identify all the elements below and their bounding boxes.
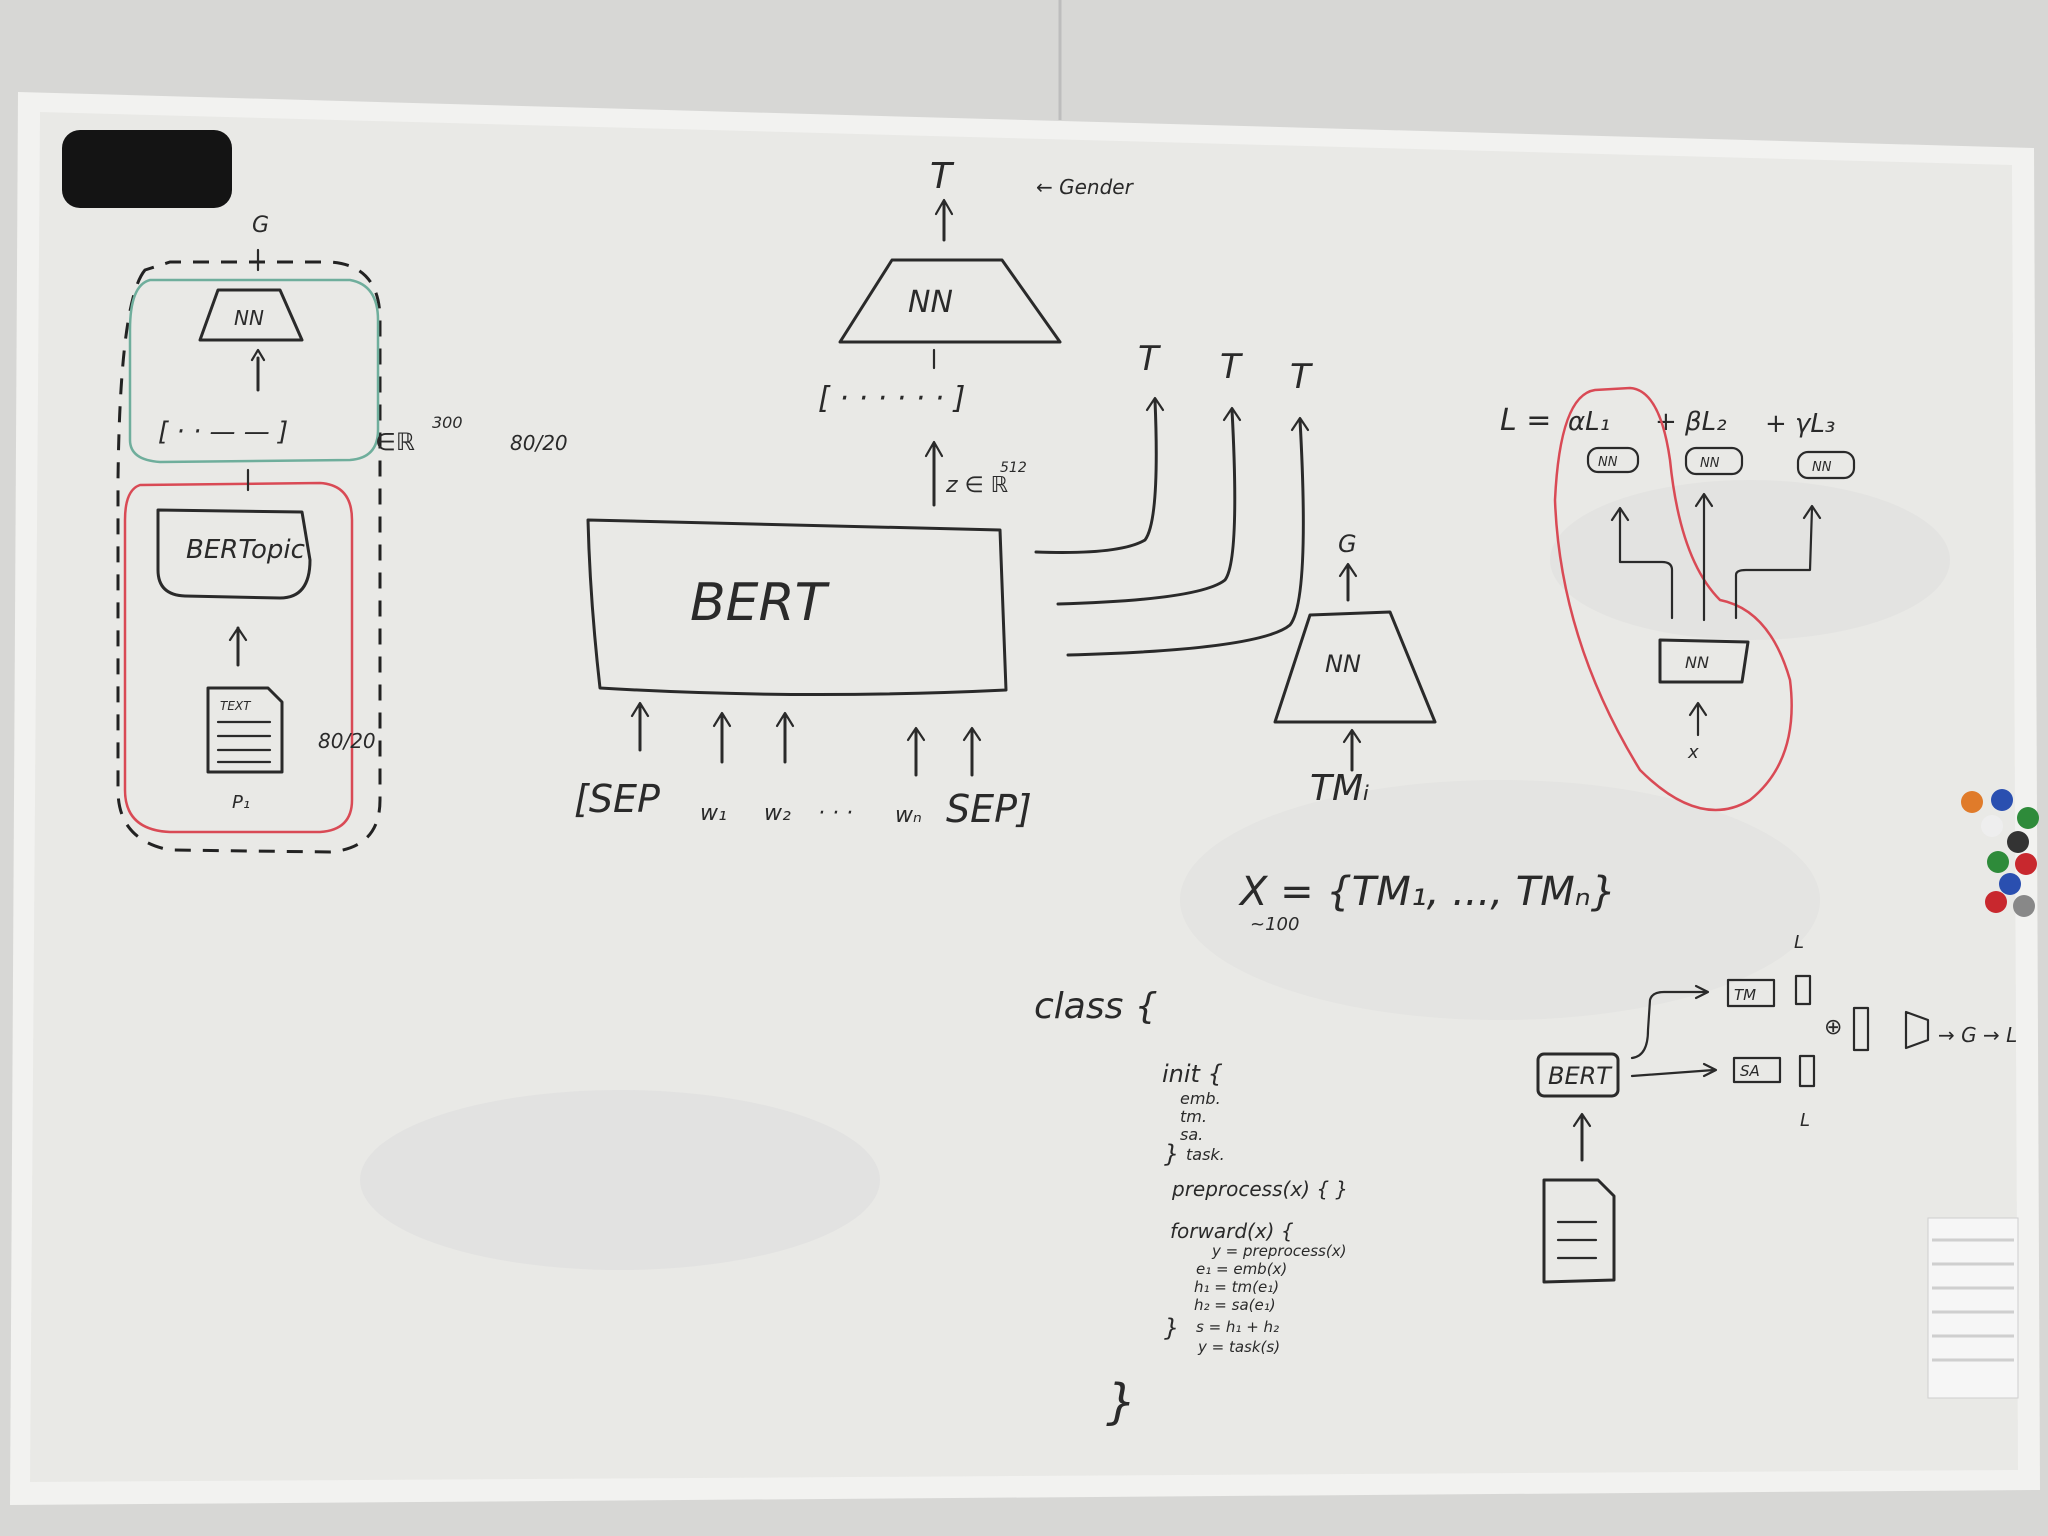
left-vector-space-exp: 300 xyxy=(432,413,463,432)
tm-input-label: TMᵢ xyxy=(1310,768,1369,809)
code-class-line: class { xyxy=(1034,986,1158,1027)
left-vector: [ · · — — ] xyxy=(158,417,288,447)
pipeline-doc-icon xyxy=(1542,1178,1616,1284)
set-note: ~100 xyxy=(1250,914,1299,935)
code-init-line: init { xyxy=(1162,1060,1223,1088)
doc-label: P₁ xyxy=(232,792,250,813)
pipeline-tm-label: TM xyxy=(1734,986,1756,1004)
code-forward-body-2: h₁ = tm(e₁) xyxy=(1194,1278,1279,1296)
doc-text-label: TEXT xyxy=(220,699,252,713)
loss-head-1: NN xyxy=(1598,455,1618,470)
pipeline-plus: ⊕ xyxy=(1824,1015,1842,1040)
left-nn-label: NN xyxy=(234,306,264,330)
output-t-1: T xyxy=(1138,339,1161,379)
loss-input-label: x xyxy=(1687,742,1699,763)
left-ratio-label: 80/20 xyxy=(318,729,376,753)
shared-nn-label: NN xyxy=(1685,653,1709,672)
code-forward-body-4: s = h₁ + h₂ xyxy=(1196,1318,1279,1336)
code-forward-body-0: y = preprocess(x) xyxy=(1211,1242,1346,1260)
wall-vent xyxy=(1927,1217,2019,1399)
loss-label: L = xyxy=(1500,403,1551,438)
pipeline-loss-top: L xyxy=(1794,932,1804,953)
code-preprocess-line: preprocess(x) { } xyxy=(1171,1177,1348,1201)
code-forward-close: } xyxy=(1164,1314,1179,1342)
code-init-body-2: sa. xyxy=(1180,1125,1203,1144)
center-vector: [ · · · · · · ] xyxy=(818,381,965,416)
left-panel: G NN [ · · — — ] ∈ℝ 300 80/20 BERTopic T… xyxy=(116,213,568,854)
code-forward-line: forward(x) { xyxy=(1170,1219,1294,1243)
code-init-body-0: emb. xyxy=(1180,1089,1221,1108)
code-class-close: } xyxy=(1106,1374,1137,1430)
loss-term-1: αL₁ xyxy=(1568,407,1610,437)
loss-head-2: NN xyxy=(1700,456,1720,471)
bertopic-label: BERTopic xyxy=(186,535,305,565)
embedding-label: z ∈ ℝ xyxy=(945,473,1008,498)
code-forward-body-1: e₁ = emb(x) xyxy=(1196,1260,1287,1278)
center-bert-diagram: T ← Gender NN [ · · · · · · ] z ∈ ℝ 512 … xyxy=(574,156,1616,935)
token-2: w₂ xyxy=(764,801,791,826)
gender-annotation: ← Gender xyxy=(1036,175,1135,199)
pipeline-loss-bottom: L xyxy=(1800,1110,1810,1131)
tm-output-label: G xyxy=(1338,530,1357,558)
embedding-exp: 512 xyxy=(1000,460,1027,476)
eraser xyxy=(62,130,232,208)
set-formula: X = {TM₁, ..., TMₙ} xyxy=(1238,869,1616,915)
output-t-3: T xyxy=(1290,357,1313,397)
pipeline-bert-label: BERT xyxy=(1548,1062,1613,1090)
center-top-output: T xyxy=(930,156,955,197)
token-3: · · · xyxy=(818,801,853,826)
pipeline-sa-label: SA xyxy=(1740,1062,1760,1080)
left-output-label: G xyxy=(252,213,269,238)
loss-panel: L = αL₁ + βL₂ + γL₃ NN NN NN NN x xyxy=(1500,386,1856,812)
loss-head-3: NN xyxy=(1812,460,1832,475)
left-vector-space: ∈ℝ xyxy=(375,428,415,456)
output-t-2: T xyxy=(1220,347,1243,387)
center-nn-label: NN xyxy=(908,285,953,320)
pipeline-sketch: BERT TM SA L L ⊕ → G → L xyxy=(1536,932,2017,1284)
code-init-body-1: tm. xyxy=(1180,1107,1207,1126)
code-sketch: class { init { emb. tm. sa. task. } prep… xyxy=(1034,986,1348,1430)
bert-block xyxy=(586,518,1008,697)
loss-term-3: + γL₃ xyxy=(1765,409,1835,439)
token-0: [SEP xyxy=(574,777,660,821)
loss-term-2: + βL₂ xyxy=(1655,407,1727,437)
token-5: SEP] xyxy=(946,787,1032,831)
token-1: w₁ xyxy=(700,801,727,826)
code-init-body-3: task. xyxy=(1186,1145,1225,1164)
bert-label: BERT xyxy=(690,573,831,633)
code-forward-body-3: h₂ = sa(e₁) xyxy=(1194,1296,1276,1314)
left-split-label: 80/20 xyxy=(510,431,568,455)
code-init-close: } xyxy=(1164,1140,1179,1168)
magnets xyxy=(1961,789,2039,917)
token-4: wₙ xyxy=(895,803,922,828)
code-forward-body-5: y = task(s) xyxy=(1197,1338,1280,1356)
tm-nn-label: NN xyxy=(1325,650,1361,678)
pipeline-tail: → G → L xyxy=(1938,1023,2017,1047)
